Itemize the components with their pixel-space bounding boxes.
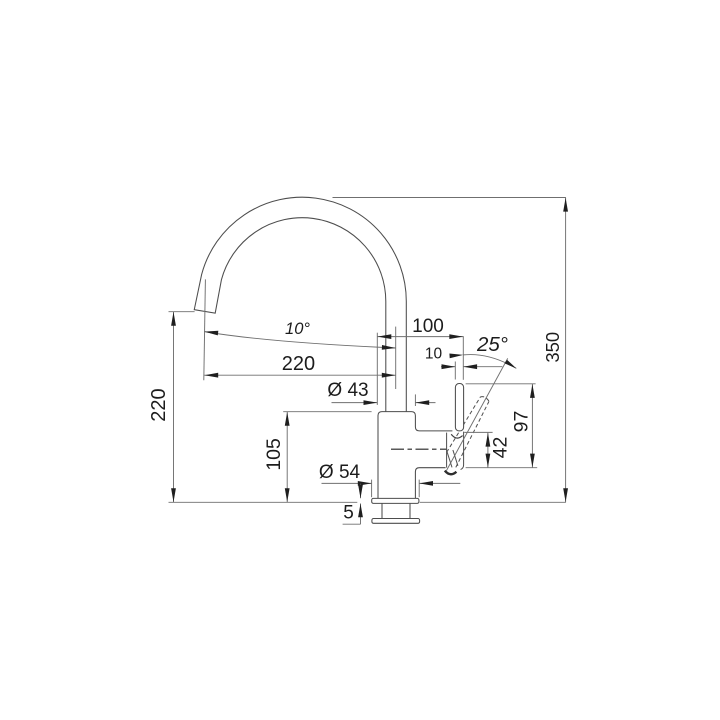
svg-text:350: 350 xyxy=(542,332,563,363)
svg-text:100: 100 xyxy=(412,316,444,337)
svg-text:97: 97 xyxy=(511,411,533,433)
svg-text:Ø 54: Ø 54 xyxy=(319,462,361,483)
svg-text:10: 10 xyxy=(425,345,443,362)
svg-text:25°: 25° xyxy=(476,333,508,356)
svg-text:10°: 10° xyxy=(285,320,310,338)
svg-text:220: 220 xyxy=(282,353,315,375)
svg-text:220: 220 xyxy=(148,388,170,421)
svg-text:Ø 43: Ø 43 xyxy=(327,380,368,401)
svg-text:42: 42 xyxy=(490,437,512,459)
svg-text:5: 5 xyxy=(343,503,354,524)
svg-text:105: 105 xyxy=(263,438,285,471)
